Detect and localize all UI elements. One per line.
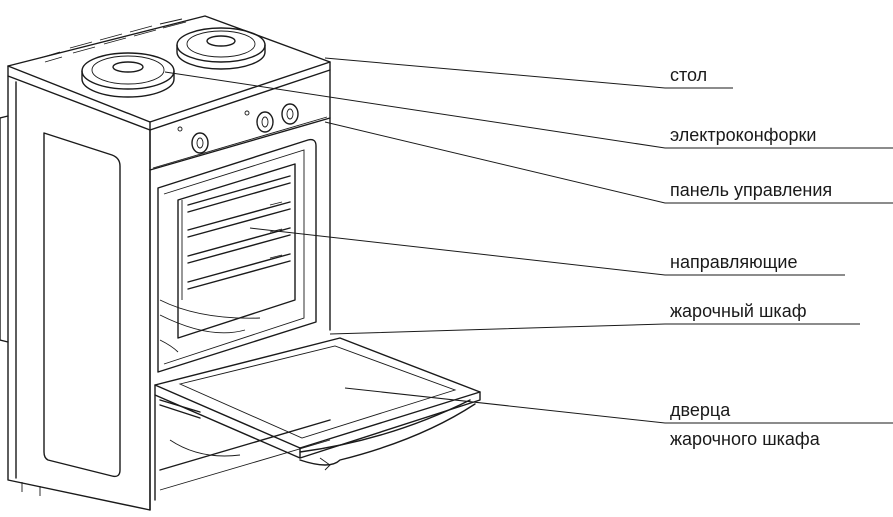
oven-interior	[159, 163, 296, 353]
hot-plate-right	[176, 27, 266, 70]
label-control-panel: панель управления	[670, 180, 832, 200]
label-oven: жарочный шкаф	[670, 301, 807, 321]
hot-plate-left	[81, 52, 175, 98]
label-oven-door-line1: дверца	[670, 400, 731, 420]
leader-control-panel	[324, 121, 893, 204]
label-guides: направляющие	[670, 252, 798, 272]
label-table: стол	[670, 65, 707, 85]
leader-oven	[329, 323, 860, 335]
callout-labels: стол электроконфорки панель управления н…	[670, 65, 832, 449]
label-burners: электроконфорки	[670, 125, 816, 145]
leader-burners	[164, 71, 893, 149]
oven-door-shape	[154, 337, 481, 471]
leader-table	[324, 57, 733, 89]
leader-guides	[249, 227, 845, 276]
control-panel-shape	[149, 69, 331, 171]
base	[154, 394, 331, 501]
knobs	[177, 103, 299, 154]
leader-lines	[164, 57, 893, 424]
side-panel	[0, 75, 151, 511]
leader-oven-door	[344, 387, 893, 424]
label-oven-door-line2: жарочного шкафа	[670, 429, 821, 449]
